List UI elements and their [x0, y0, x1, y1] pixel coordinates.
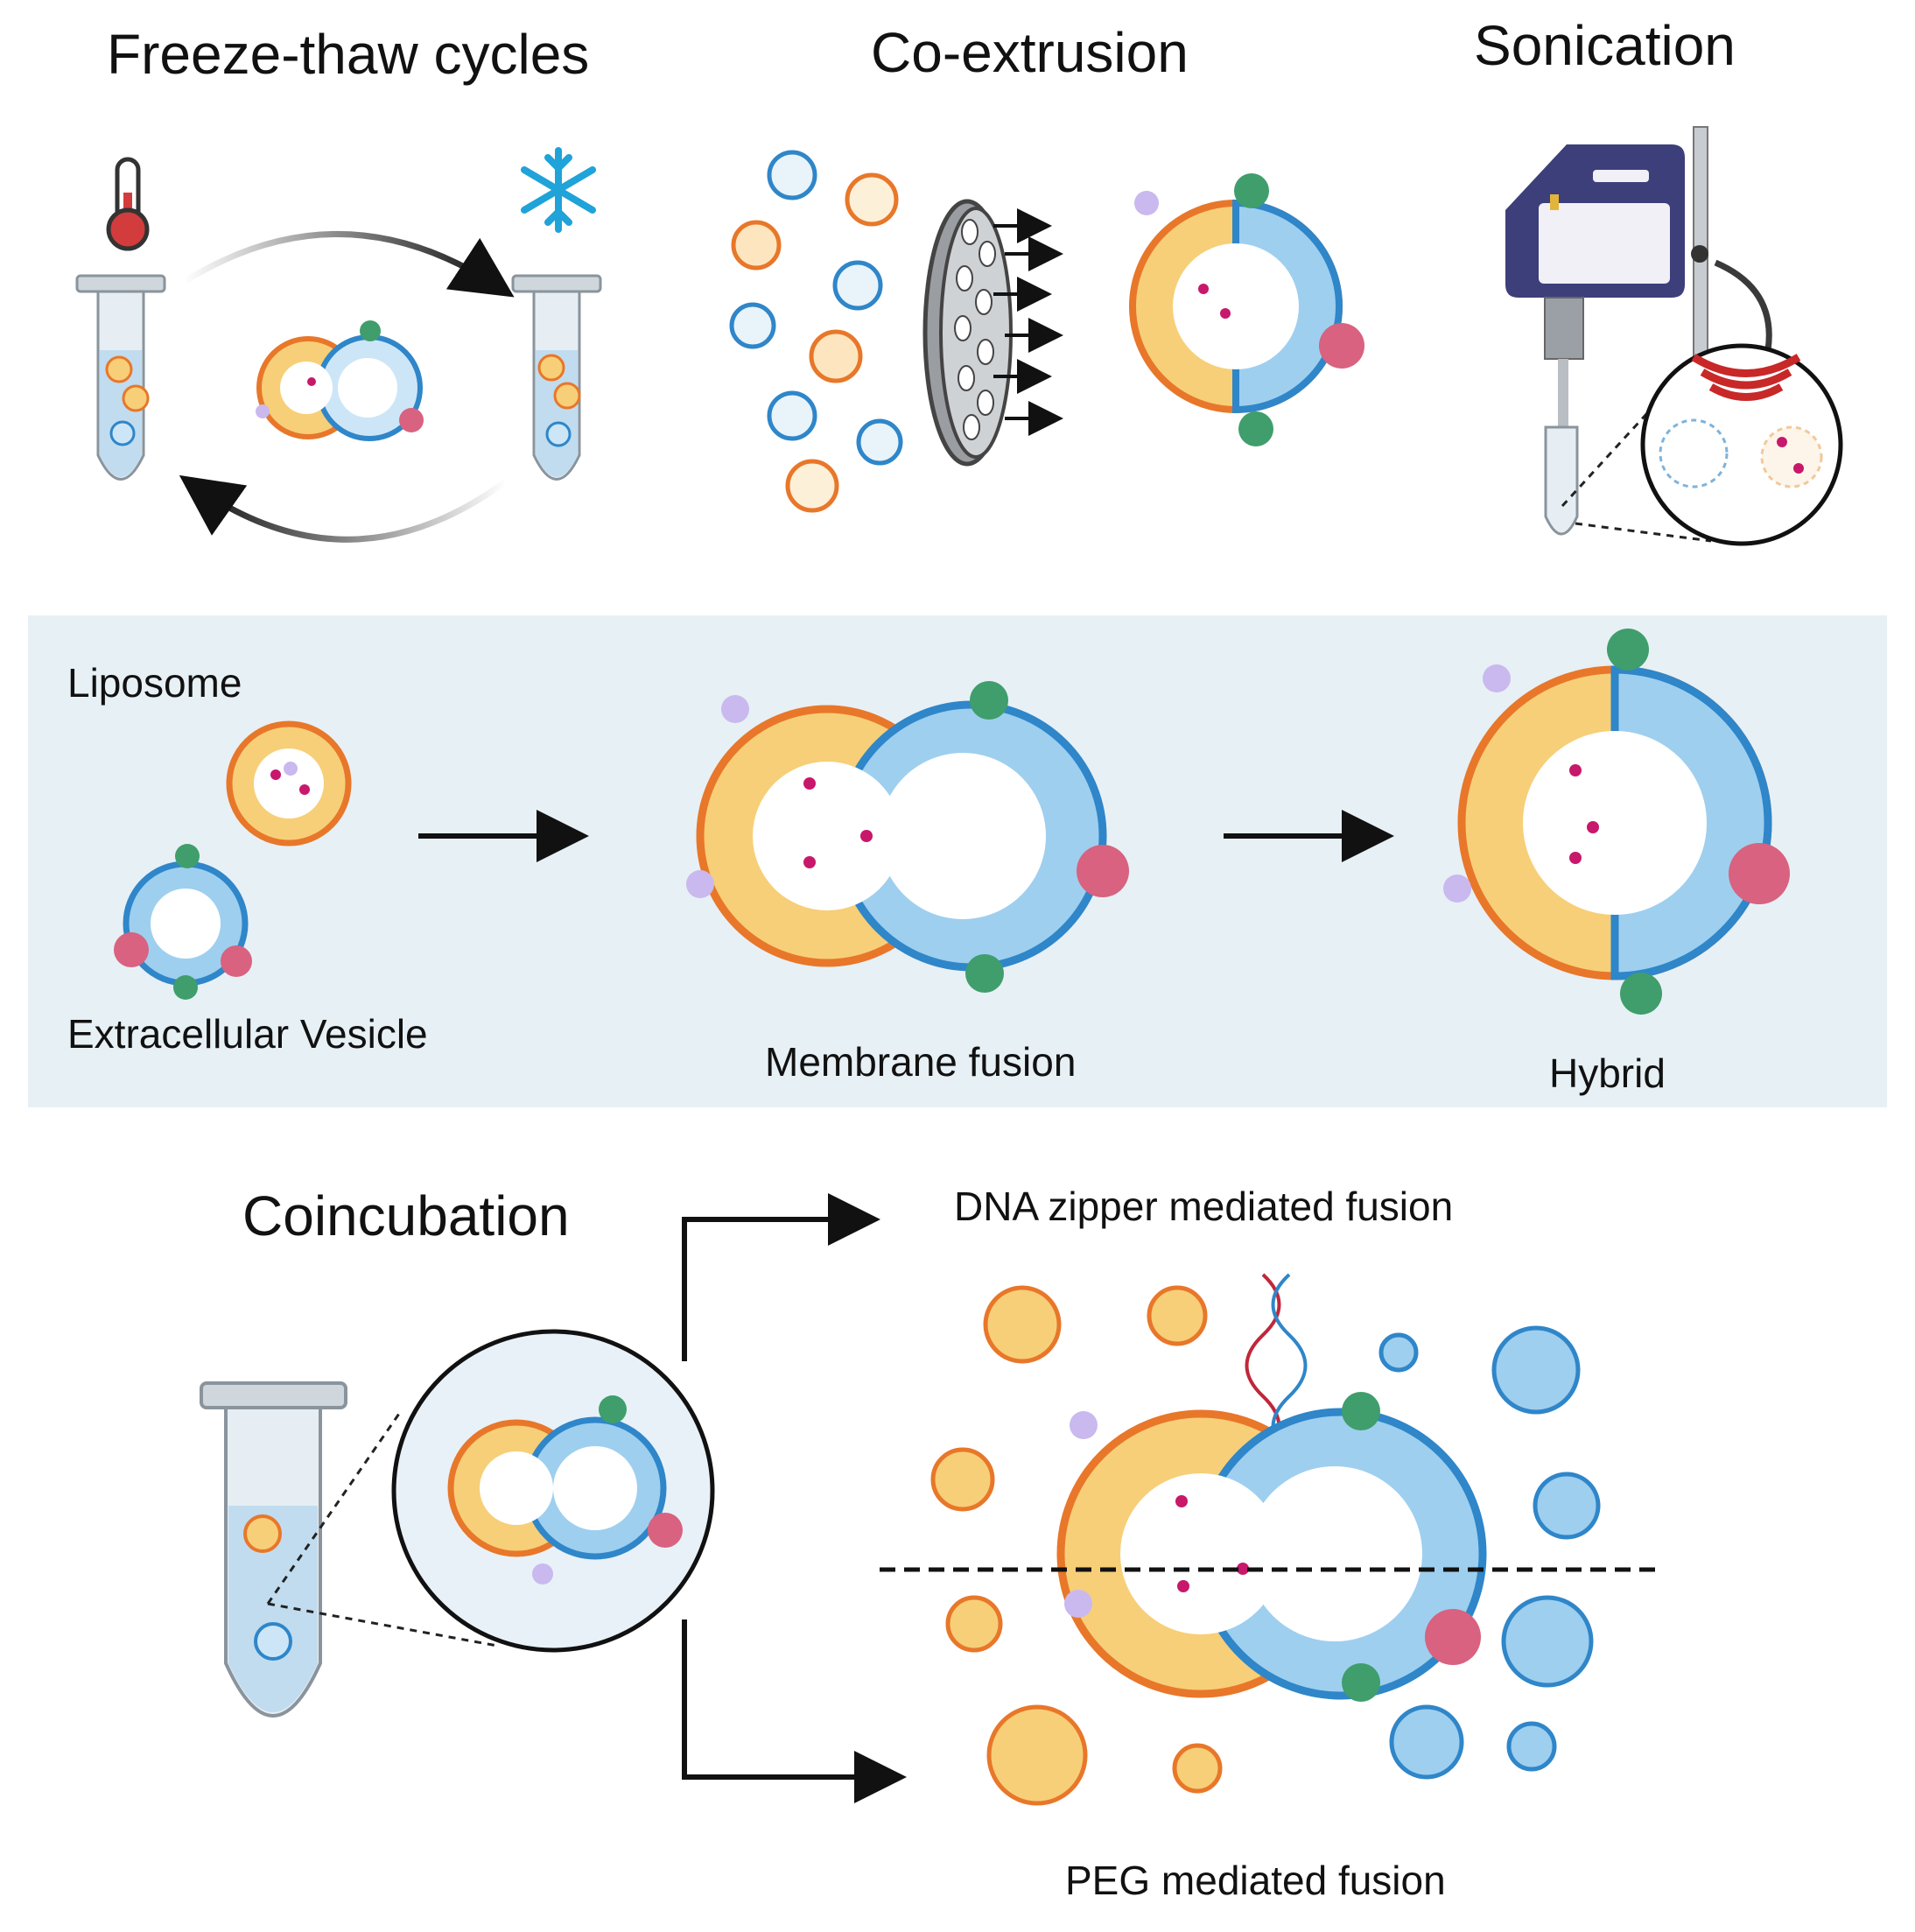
sonication-zoom — [1561, 343, 1843, 546]
tube-left — [75, 274, 166, 481]
tube-right — [511, 274, 602, 481]
membrane-filter-icon — [922, 199, 1013, 467]
sonication-title: Sonication — [1474, 14, 1736, 77]
coincubation-zoom — [391, 1329, 715, 1653]
hybrid-label: Hybrid — [1549, 1050, 1666, 1096]
branch-arrow-top — [682, 1193, 880, 1361]
snowflake-icon — [521, 147, 596, 233]
co-extrusion-title: Co-extrusion — [871, 21, 1189, 84]
sonic-waves-icon — [1691, 354, 1801, 401]
cycle-arrow-top — [182, 230, 515, 298]
coincubation-section — [200, 1193, 907, 1803]
membrane-fusion-label: Membrane fusion — [765, 1039, 1077, 1085]
small-vesicles-bottom — [930, 1285, 1601, 1806]
sonication-probe-icon — [1505, 126, 1772, 536]
band-liposome — [226, 720, 352, 847]
cycle-arrow-bottom — [179, 474, 509, 543]
branch-arrow-bottom — [682, 1619, 907, 1803]
freeze-thaw-section — [75, 147, 602, 543]
co-extrusion-section — [729, 150, 1364, 513]
band-extracellular-vesicle — [114, 844, 252, 1000]
thermometer-icon — [106, 157, 150, 251]
hybrid-vesicle-coextrusion — [1129, 173, 1364, 446]
extracellular-vesicle-label: Extracellular Vesicle — [67, 1011, 428, 1057]
peg-label: PEG mediated fusion — [1065, 1858, 1446, 1903]
liposome-label: Liposome — [67, 660, 242, 706]
freeze-thaw-title: Freeze-thaw cycles — [107, 23, 590, 86]
bottom-hybrid-vesicle — [1056, 1392, 1487, 1702]
tube-icon — [200, 1381, 347, 1718]
dna-zipper-label: DNA zipper mediated fusion — [954, 1184, 1454, 1229]
extrusion-arrows — [993, 208, 1063, 436]
fusion-methods-section — [880, 1273, 1663, 1806]
band-hybrid-vesicle — [1443, 629, 1790, 1015]
band-fusing-vesicle — [686, 681, 1129, 993]
sonication-section — [1505, 126, 1843, 546]
coincubation-title: Coincubation — [242, 1184, 570, 1247]
fused-vesicle-small — [256, 320, 424, 441]
scattered-vesicles — [729, 150, 903, 513]
